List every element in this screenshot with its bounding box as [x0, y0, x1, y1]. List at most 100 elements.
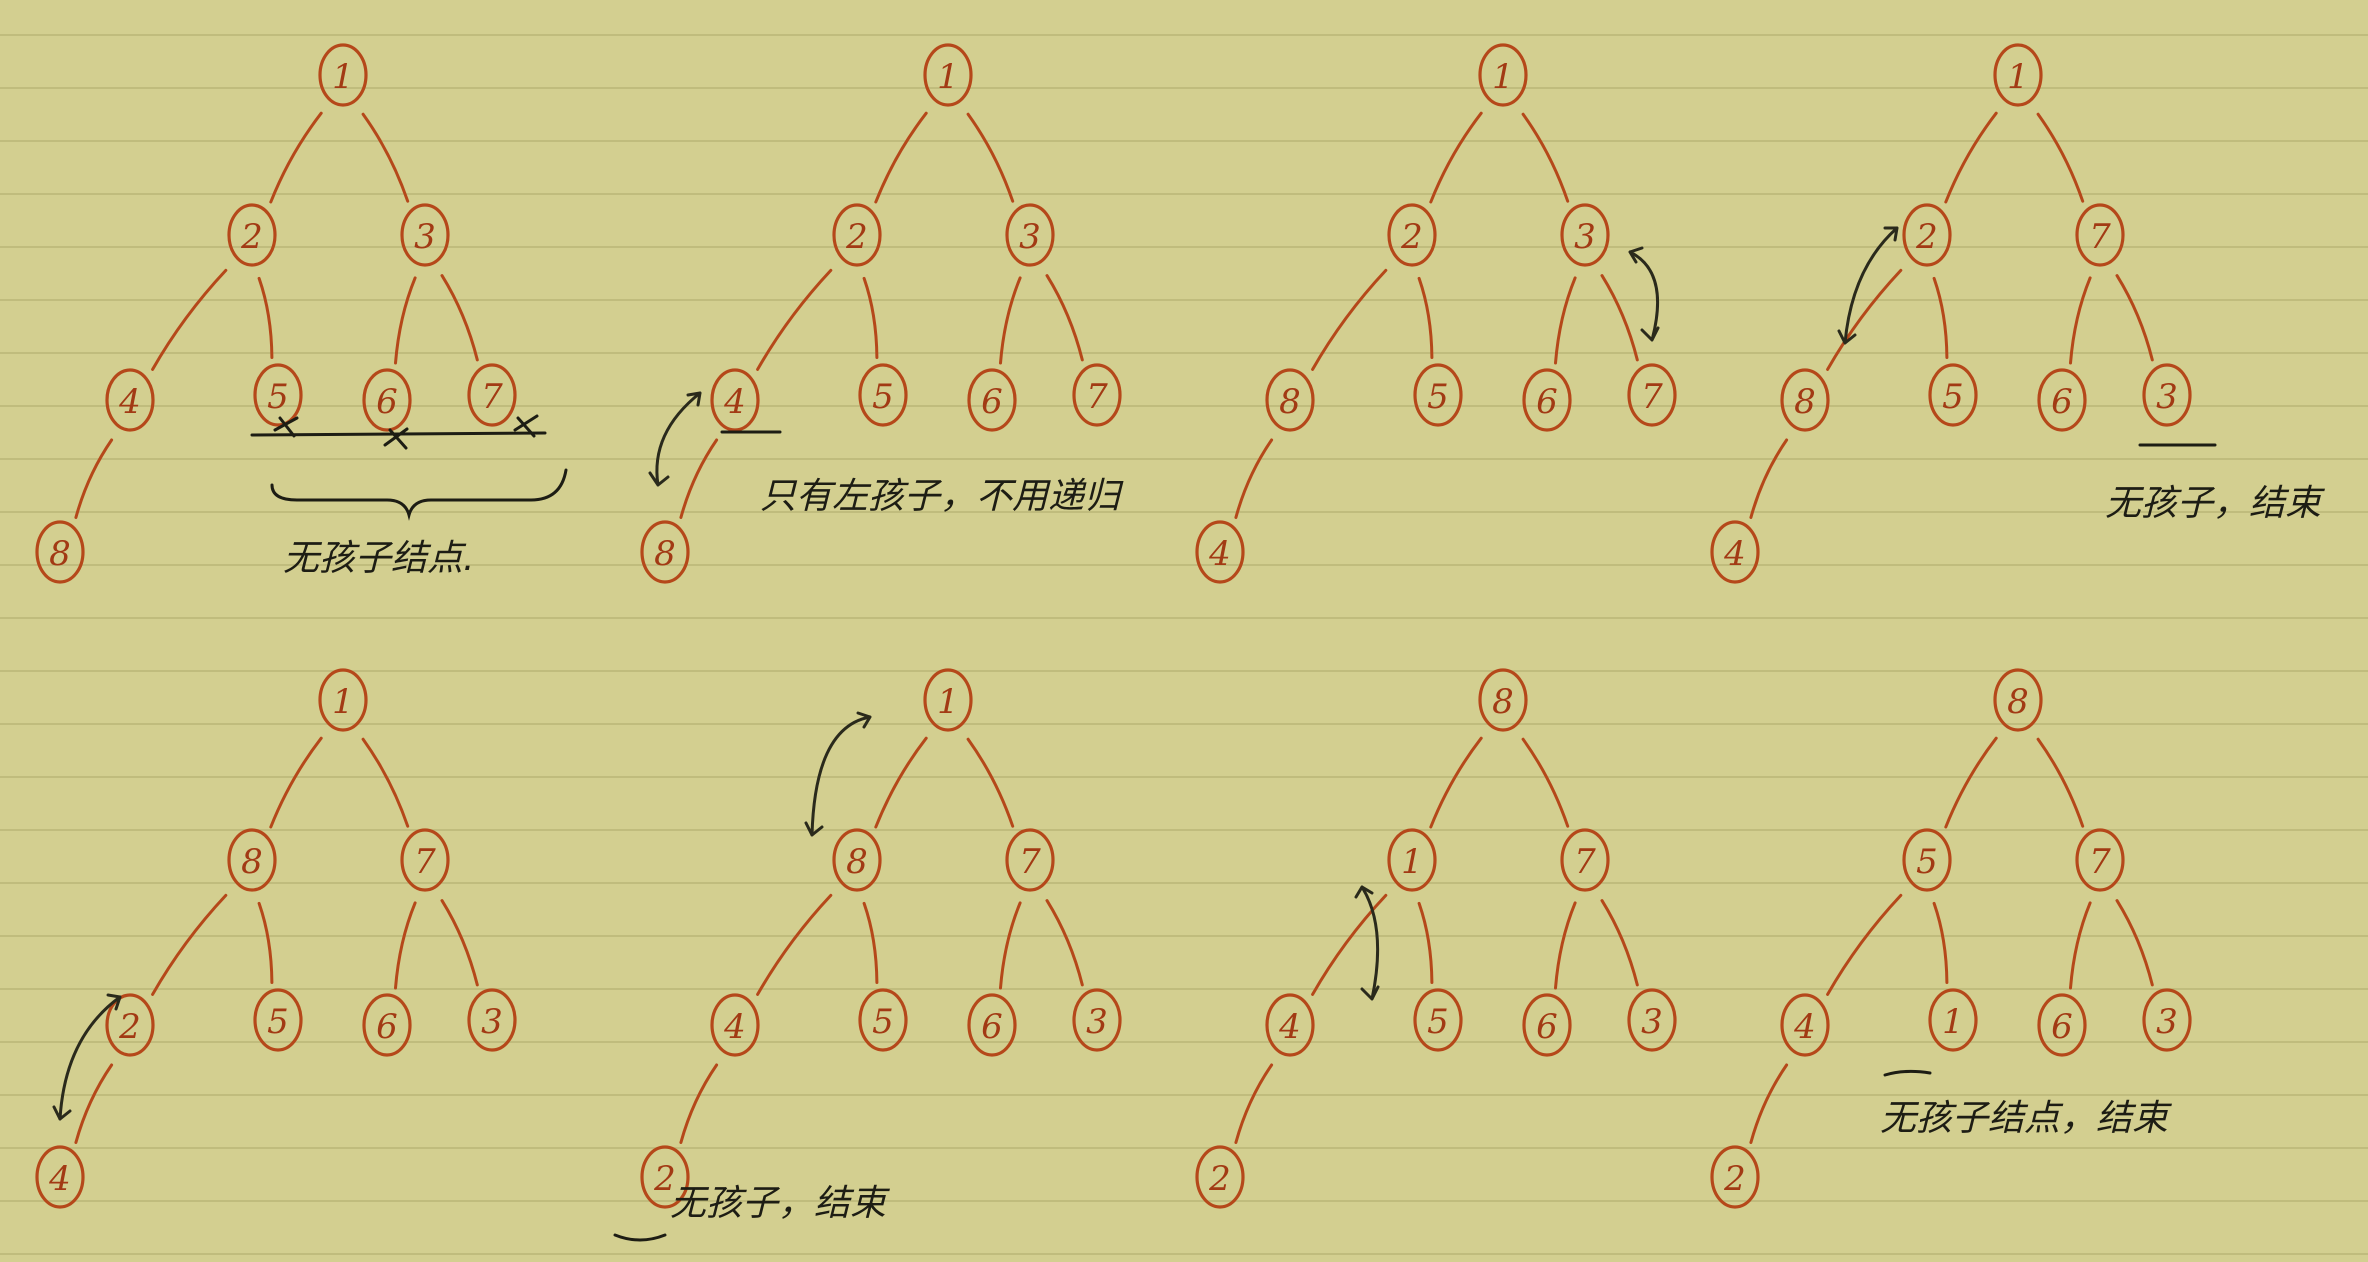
tree-node: 8	[1478, 668, 1528, 732]
tree-node: 3	[400, 203, 450, 267]
tree-node: 1	[318, 43, 368, 107]
tree-node: 2	[1387, 203, 1437, 267]
cross-out-marks	[250, 414, 568, 521]
tree-edge	[2036, 737, 2085, 828]
node-circle	[2142, 988, 2192, 1052]
node-label: 2	[240, 217, 263, 257]
tree-node: 3	[2142, 363, 2192, 427]
tree-edge	[257, 901, 274, 984]
node-circle	[35, 1145, 85, 1209]
tree-edge	[966, 112, 1015, 203]
node-label: 8	[654, 534, 676, 574]
tree-node: 2	[105, 993, 155, 1057]
node-label: 6	[2051, 382, 2073, 422]
node-circle	[1780, 993, 1830, 1057]
node-circle	[1387, 828, 1437, 892]
tree-edge	[1417, 901, 1434, 984]
node-circle	[1265, 368, 1315, 432]
node-circle	[1195, 1145, 1245, 1209]
underline-mark	[1883, 1069, 1932, 1077]
node-circle	[1993, 43, 2043, 107]
node-circle	[2075, 203, 2125, 267]
tree-edge	[1311, 893, 1388, 996]
node-label: 7	[414, 842, 436, 882]
node-circle	[35, 520, 85, 584]
node-label: 6	[1536, 382, 1558, 422]
node-label: 5	[1942, 377, 1964, 417]
node-label: 8	[49, 534, 71, 574]
node-circle	[1560, 828, 1610, 892]
node-label: 7	[481, 377, 503, 417]
tree-edge	[1234, 438, 1274, 519]
tree-edge	[361, 737, 410, 828]
tree-node: 5	[858, 363, 908, 427]
node-circle	[227, 203, 277, 267]
node-label: 5	[1427, 377, 1449, 417]
node-label: 7	[1641, 377, 1663, 417]
node-label: 3	[2156, 377, 2178, 417]
node-label: 1	[937, 682, 959, 722]
node-circle	[253, 988, 303, 1052]
tree-edge	[1944, 111, 1998, 204]
tree-node: 4	[1710, 520, 1760, 584]
node-circle	[1478, 668, 1528, 732]
node-circle	[253, 363, 303, 427]
node-label: 2	[1400, 217, 1423, 257]
node-label: 2	[118, 1007, 141, 1047]
tree-edge	[1554, 276, 1577, 365]
tree-edge	[361, 112, 410, 203]
node-circle	[227, 828, 277, 892]
node-circle	[2037, 993, 2087, 1057]
node-circle	[1902, 203, 1952, 267]
tree-node: 8	[1993, 668, 2043, 732]
tree-edge	[1932, 901, 1949, 984]
tree-edge	[1826, 893, 1903, 996]
node-circle	[832, 828, 882, 892]
tree-node: 4	[710, 368, 760, 432]
swap-arrow	[648, 391, 782, 487]
node-circle	[967, 993, 1017, 1057]
tree-edge	[679, 1063, 719, 1144]
tree-edge	[1417, 276, 1434, 359]
node-circle	[1478, 43, 1528, 107]
notepad-rule-lines	[0, 34, 2368, 1255]
node-label: 4	[723, 1007, 746, 1047]
node-circle	[923, 43, 973, 107]
node-circle	[858, 363, 908, 427]
node-label: 8	[241, 842, 263, 882]
tree-node: 2	[227, 203, 277, 267]
tree-edge	[679, 438, 719, 519]
tree-node: 8	[640, 520, 690, 584]
tree-node: 2	[1710, 1145, 1760, 1209]
node-label: 6	[981, 1007, 1003, 1047]
node-label: 8	[846, 842, 868, 882]
node-circle	[1627, 363, 1677, 427]
tree-edge	[1600, 274, 1639, 362]
node-circle	[467, 363, 517, 427]
node-circle	[1902, 828, 1952, 892]
node-label: 7	[2089, 217, 2111, 257]
tree-edge	[1429, 736, 1483, 829]
node-circle	[1413, 988, 1463, 1052]
node-circle	[400, 828, 450, 892]
tree-node: 1	[923, 43, 973, 107]
node-label: 4	[1278, 1007, 1301, 1047]
node-label: 4	[723, 382, 746, 422]
tree-node: 8	[227, 828, 277, 892]
tree-edge	[151, 893, 228, 996]
tree-node: 4	[710, 993, 760, 1057]
tree-node: 6	[967, 368, 1017, 432]
tree-node: 8	[1780, 368, 1830, 432]
tree-edge	[2115, 899, 2154, 987]
node-label: 4	[1723, 534, 1746, 574]
node-label: 3	[1019, 217, 1041, 257]
